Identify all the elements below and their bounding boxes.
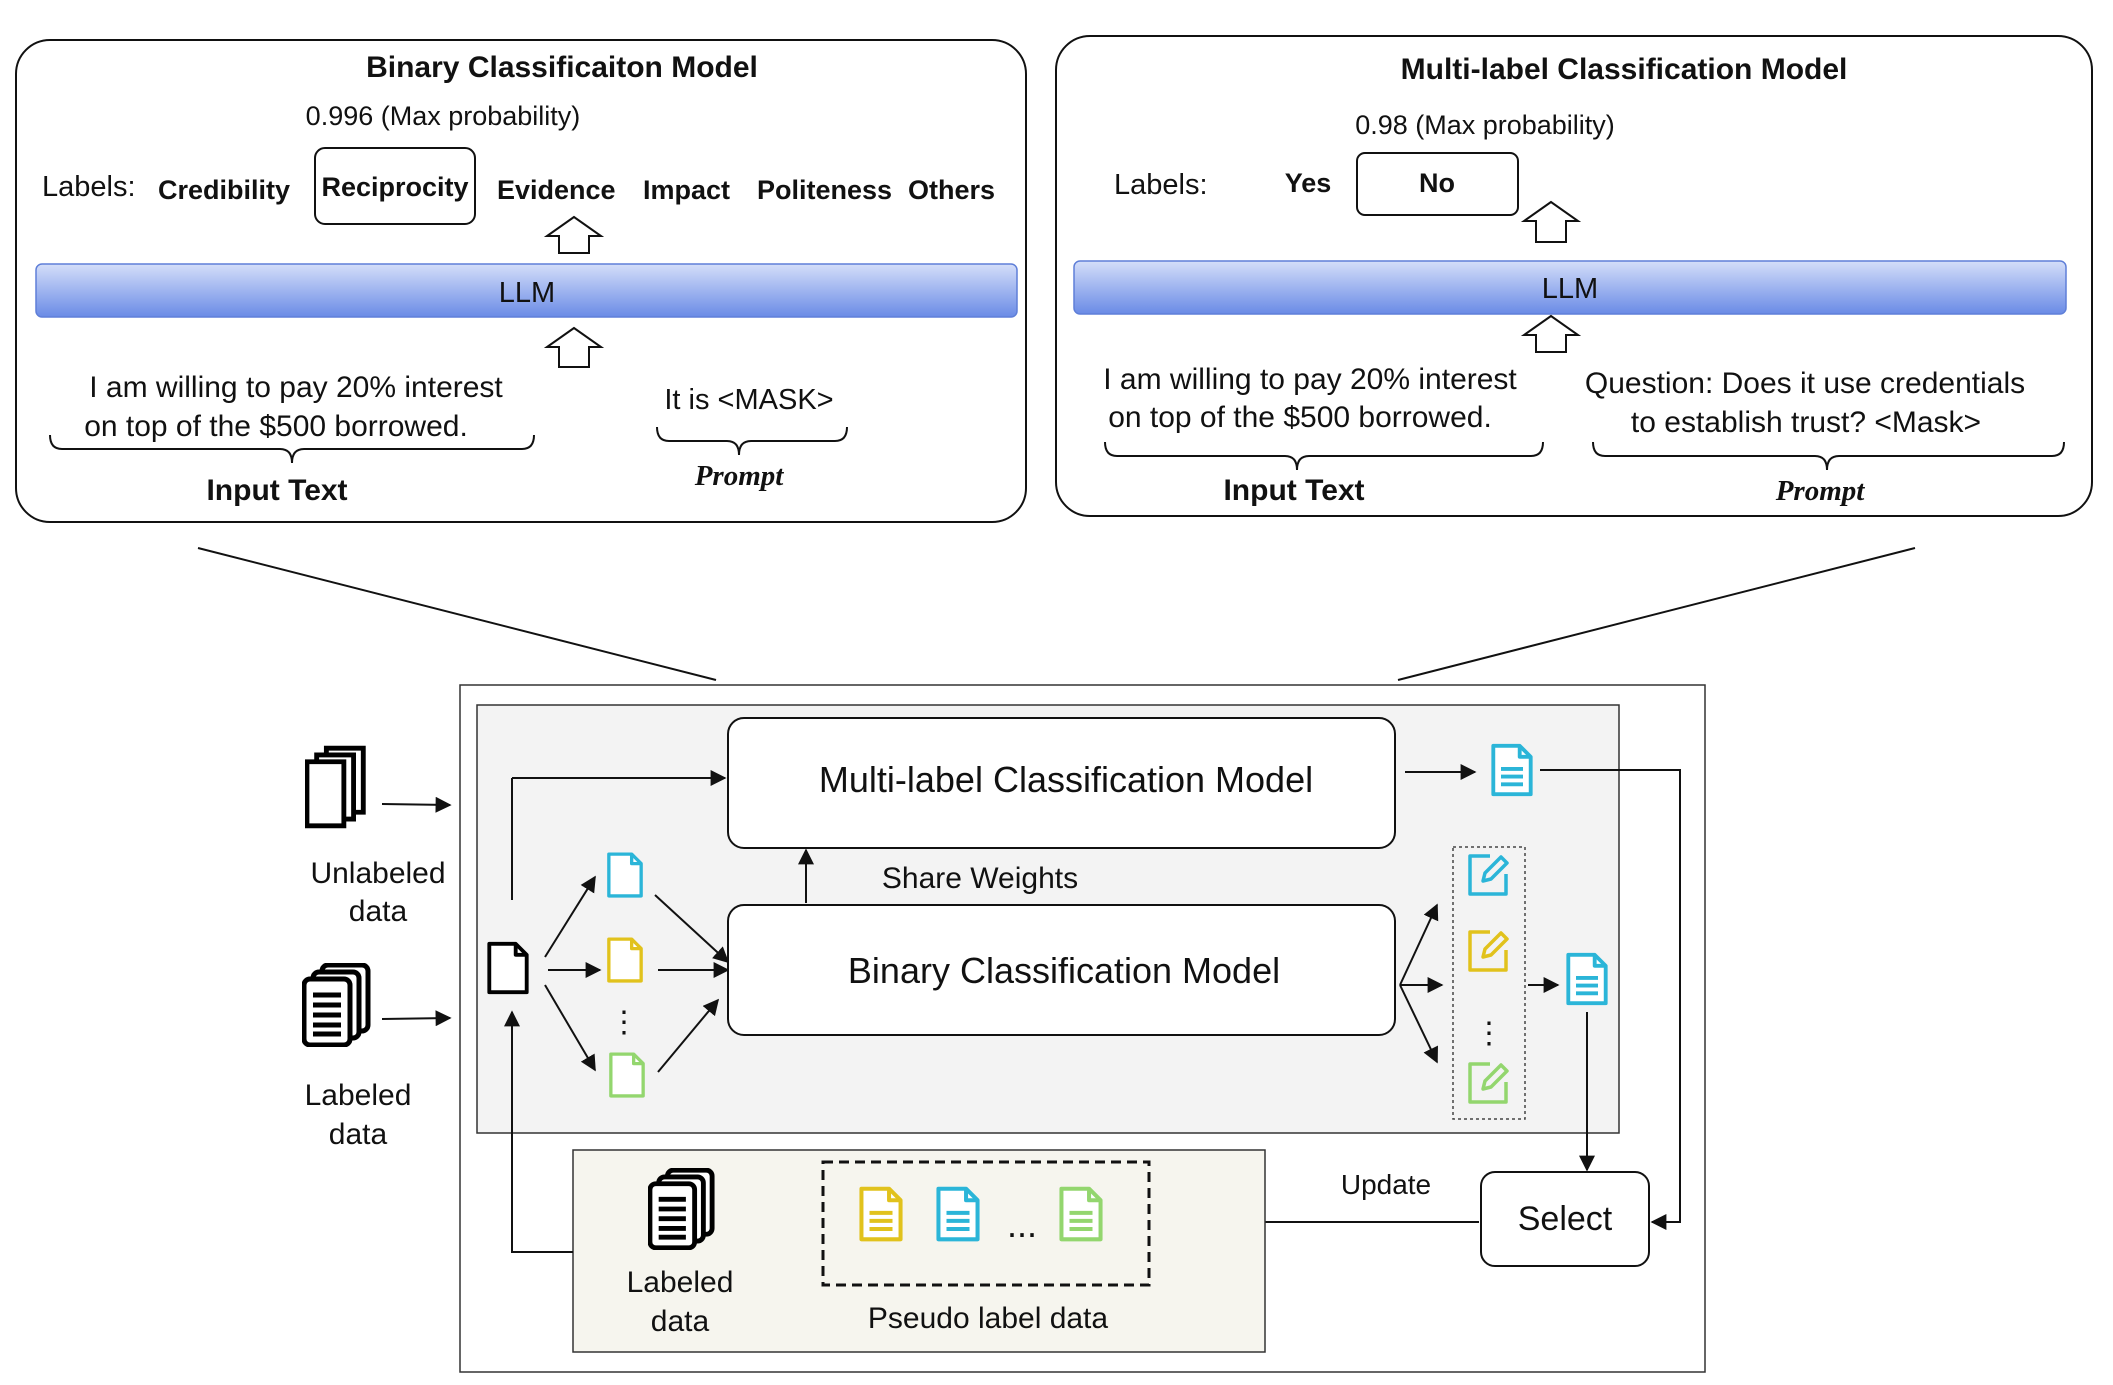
zoom-connector-left bbox=[197, 547, 717, 681]
binary-model-label: Binary Classification Model bbox=[848, 950, 1280, 991]
up-arrow-icon bbox=[1520, 314, 1582, 353]
input-text-caption: Input Text bbox=[206, 474, 347, 507]
input-text-line2: on top of the $500 borrowed. bbox=[1108, 401, 1492, 434]
document-cyan-icon bbox=[607, 852, 643, 898]
label-others: Others bbox=[908, 175, 995, 205]
up-arrow-icon bbox=[1520, 200, 1582, 243]
input-text-line1: I am willing to pay 20% interest bbox=[1103, 363, 1517, 396]
label-no: No bbox=[1419, 168, 1455, 198]
document-green-icon bbox=[609, 1052, 645, 1098]
input-text-line2: on top of the $500 borrowed. bbox=[84, 410, 468, 443]
pool-labeled-label-line2: data bbox=[651, 1305, 710, 1338]
pseudo-doc-cyan-icon bbox=[938, 1189, 977, 1240]
unlabeled-data-stack-icon bbox=[307, 748, 363, 826]
arrow bbox=[654, 894, 730, 964]
label-evidence: Evidence bbox=[497, 175, 616, 205]
llm-label: LLM bbox=[499, 277, 555, 309]
label-impact: Impact bbox=[643, 175, 730, 205]
input-brace bbox=[49, 434, 535, 464]
select-box bbox=[1480, 1171, 1650, 1267]
arrow bbox=[544, 875, 596, 958]
document-yellow-icon bbox=[607, 937, 643, 983]
labeled-data-label-line1: Labeled bbox=[305, 1079, 412, 1112]
prompt-line1: Question: Does it use credentials bbox=[1585, 367, 2025, 400]
binary-panel-title: Binary Classificaiton Model bbox=[366, 51, 758, 84]
binary-outputs-group bbox=[1452, 846, 1526, 1120]
pseudo-doc-green-icon bbox=[1061, 1189, 1100, 1240]
prompt-brace bbox=[656, 426, 848, 456]
label-credibility: Credibility bbox=[158, 175, 290, 205]
arrow bbox=[657, 998, 720, 1073]
arrow-to-select bbox=[1540, 769, 1681, 1230]
pool-labeled-data-stack-icon bbox=[650, 1170, 712, 1248]
llm-bar bbox=[1073, 260, 2067, 315]
unlabeled-data-label-line1: Unlabeled bbox=[310, 857, 445, 890]
prompt-caption: Prompt bbox=[1775, 475, 1866, 507]
selected-label-box bbox=[1356, 152, 1519, 216]
arrow bbox=[544, 984, 596, 1072]
multilabel-model-box bbox=[727, 717, 1396, 849]
prompt-line2: to establish trust? <Mask> bbox=[1631, 406, 1981, 439]
llm-label: LLM bbox=[1542, 273, 1598, 305]
horizontal-ellipsis: ... bbox=[1007, 1204, 1037, 1245]
input-brace bbox=[1104, 441, 1544, 471]
pseudo-label-group bbox=[821, 1160, 1151, 1287]
multilabel-panel-title: Multi-label Classification Model bbox=[1401, 53, 1848, 86]
binary-labels-prefix: Labels: bbox=[42, 171, 136, 203]
pool-labeled-label-line1: Labeled bbox=[627, 1266, 734, 1299]
prompt-caption: Prompt bbox=[694, 460, 785, 492]
zoom-connector-right bbox=[1397, 547, 1916, 681]
vertical-ellipsis: ⋮ bbox=[609, 1006, 639, 1039]
multilabel-max-probability: 0.98 (Max probability) bbox=[1355, 110, 1615, 140]
prompt-brace bbox=[1592, 441, 2065, 471]
multilabel-model-detail-panel: Multi-label Classification Model 0.98 (M… bbox=[1055, 35, 2093, 517]
arrow bbox=[1399, 984, 1438, 1064]
pseudo-label-caption: Pseudo label data bbox=[868, 1302, 1109, 1335]
feedback-arrow bbox=[504, 1010, 573, 1253]
up-arrow-icon bbox=[543, 326, 605, 368]
label-politeness: Politeness bbox=[757, 175, 892, 205]
multilabel-labels-prefix: Labels: bbox=[1114, 169, 1208, 201]
select-label: Select bbox=[1518, 1200, 1613, 1238]
input-text-caption: Input Text bbox=[1223, 474, 1364, 507]
pseudo-doc-yellow-icon bbox=[861, 1189, 900, 1240]
update-label: Update bbox=[1341, 1169, 1431, 1200]
binary-max-probability: 0.996 (Max probability) bbox=[306, 101, 581, 131]
arrow bbox=[381, 1010, 452, 1027]
binary-output-document-icon bbox=[1568, 955, 1605, 1003]
prompt-text: It is <MASK> bbox=[664, 384, 833, 416]
labeled-data-stack-icon bbox=[304, 965, 368, 1045]
multilabel-model-label: Multi-label Classification Model bbox=[819, 759, 1313, 800]
arrow bbox=[381, 796, 452, 813]
vertical-ellipsis: ⋮ bbox=[1474, 1017, 1504, 1050]
multilabel-output-document-icon bbox=[1493, 746, 1530, 794]
selected-label-box bbox=[314, 147, 476, 225]
binary-model-detail-panel: Binary Classificaiton Model 0.996 (Max p… bbox=[15, 39, 1027, 523]
input-text-line1: I am willing to pay 20% interest bbox=[89, 371, 503, 404]
binary-model-box bbox=[727, 904, 1396, 1036]
unlabeled-data-label-line2: data bbox=[349, 895, 408, 928]
label-yes: Yes bbox=[1285, 168, 1332, 198]
input-document-icon bbox=[487, 941, 529, 995]
labeled-data-label-line2: data bbox=[329, 1118, 388, 1151]
up-arrow-icon bbox=[543, 215, 605, 254]
arrow bbox=[1399, 903, 1439, 986]
label-reciprocity: Reciprocity bbox=[321, 172, 468, 202]
llm-bar bbox=[35, 263, 1018, 318]
training-framework: Unlabeled data Labeled data ⋮ Multi-labe… bbox=[304, 684, 1706, 1373]
share-weights-label: Share Weights bbox=[882, 862, 1078, 895]
